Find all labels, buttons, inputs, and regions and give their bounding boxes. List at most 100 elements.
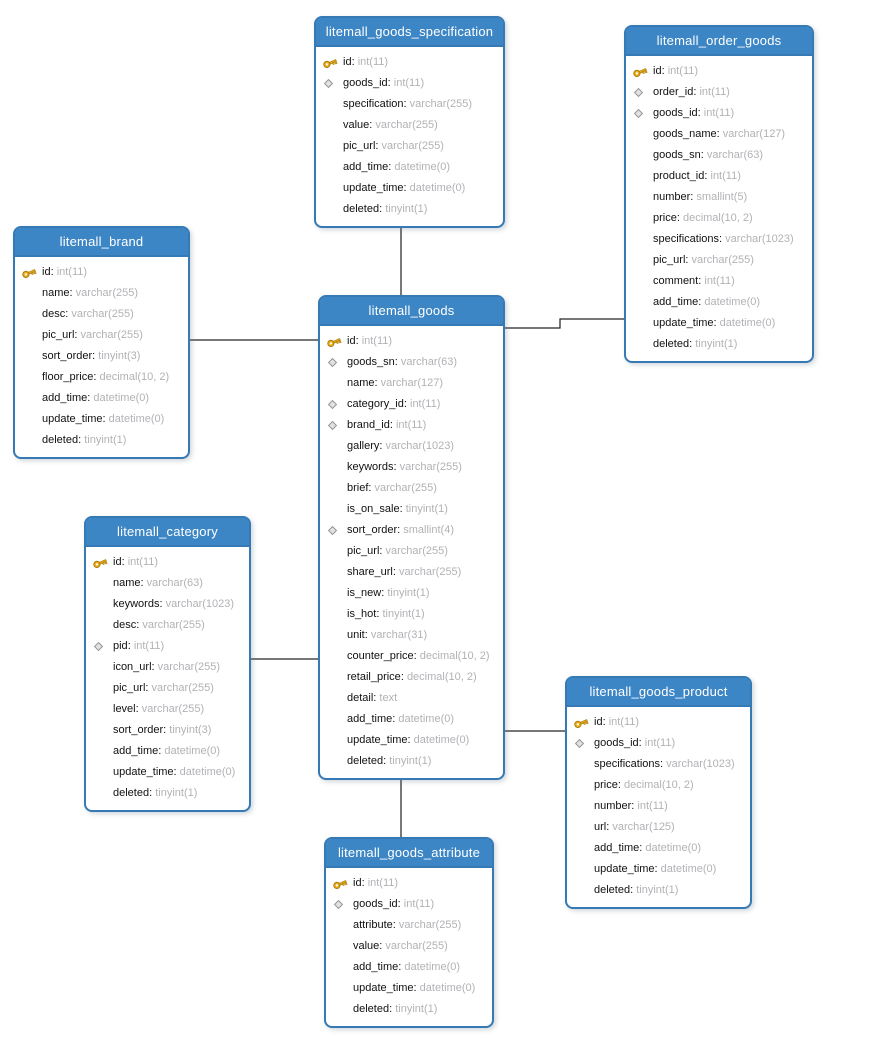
icon-spacer <box>322 97 343 113</box>
column-name: unit <box>347 625 371 646</box>
db-table-header[interactable]: litemall_category <box>86 518 249 547</box>
column-type: datetime(0) <box>398 713 455 725</box>
db-table-litemall_order_goods[interactable]: litemall_order_goods idint(11)order_idin… <box>624 25 814 363</box>
column-name: sort_order <box>347 520 403 541</box>
db-table-header[interactable]: litemall_goods_attribute <box>326 839 492 868</box>
column-name: value <box>343 115 375 136</box>
column-type: varchar(255) <box>398 566 462 578</box>
column-type: datetime(0) <box>164 745 221 757</box>
column-type: datetime(0) <box>413 734 470 746</box>
column-type: int(11) <box>403 898 435 910</box>
icon-spacer <box>332 1002 353 1018</box>
column-type: varchar(127) <box>722 128 786 140</box>
column-type: decimal(10, 2) <box>623 779 694 791</box>
table-column-row: deletedtinyint(1) <box>322 199 499 220</box>
table-column-row: pic_urlvarchar(255) <box>632 250 808 271</box>
column-name: add_time <box>594 838 645 859</box>
icon-spacer <box>632 190 653 206</box>
column-name: add_time <box>343 157 394 178</box>
index-diamond-icon <box>92 639 113 655</box>
column-name: id <box>343 52 358 73</box>
table-column-row: valuevarchar(255) <box>332 936 488 957</box>
column-name: keywords <box>113 594 166 615</box>
column-name: goods_id <box>343 73 394 94</box>
db-table-litemall_goods_product[interactable]: litemall_goods_product idint(11)goods_id… <box>565 676 752 909</box>
column-name: value <box>353 936 385 957</box>
db-table-litemall_goods[interactable]: litemall_goods idint(11)goods_snvarchar(… <box>318 295 505 780</box>
table-column-row: descvarchar(255) <box>92 615 245 636</box>
table-column-row: galleryvarchar(1023) <box>326 436 499 457</box>
primary-key-icon <box>92 555 113 571</box>
table-column-row: pic_urlvarchar(255) <box>21 325 184 346</box>
column-name: pic_url <box>113 678 152 699</box>
icon-spacer <box>326 691 347 707</box>
db-table-column-list: idint(11)goods_idint(11)specificationsva… <box>567 707 750 907</box>
column-name: deleted <box>594 880 636 901</box>
primary-key-icon <box>573 715 594 731</box>
column-type: varchar(255) <box>151 682 214 694</box>
icon-spacer <box>632 232 653 248</box>
table-column-row: idint(11) <box>326 331 499 352</box>
column-type: varchar(1023) <box>385 440 455 452</box>
table-column-row: goods_snvarchar(63) <box>326 352 499 373</box>
db-table-column-list: idint(11)goods_idint(11)specificationvar… <box>316 47 503 226</box>
primary-key-icon <box>326 334 347 350</box>
table-column-row: product_idint(11) <box>632 166 808 187</box>
icon-spacer <box>21 307 42 323</box>
column-name: update_time <box>347 730 414 751</box>
db-table-litemall_category[interactable]: litemall_category idint(11)namevarchar(6… <box>84 516 251 812</box>
db-table-title: litemall_goods_attribute <box>337 845 481 860</box>
column-type: smallint(4) <box>403 524 454 536</box>
column-name: id <box>347 331 362 352</box>
db-table-litemall_goods_attribute[interactable]: litemall_goods_attribute idint(11)goods_… <box>324 837 494 1028</box>
icon-spacer <box>632 253 653 269</box>
column-type: varchar(63) <box>400 356 458 368</box>
icon-spacer <box>92 597 113 613</box>
table-column-row: icon_urlvarchar(255) <box>92 657 245 678</box>
table-column-row: idint(11) <box>322 52 499 73</box>
column-type: datetime(0) <box>645 842 702 854</box>
column-type: datetime(0) <box>419 982 476 994</box>
icon-spacer <box>322 181 343 197</box>
db-table-header[interactable]: litemall_brand <box>15 228 188 257</box>
db-table-header[interactable]: litemall_goods_product <box>567 678 750 707</box>
table-column-row: update_timedatetime(0) <box>92 762 245 783</box>
column-name: update_time <box>653 313 720 334</box>
db-table-column-list: idint(11)goods_snvarchar(63)namevarchar(… <box>320 326 503 778</box>
table-column-row: add_timedatetime(0) <box>326 709 499 730</box>
db-table-litemall_brand[interactable]: litemall_brand idint(11)namevarchar(255)… <box>13 226 190 459</box>
column-type: int(11) <box>703 107 735 119</box>
icon-spacer <box>326 670 347 686</box>
icon-spacer <box>326 607 347 623</box>
column-type: varchar(255) <box>398 919 462 931</box>
column-name: icon_url <box>113 657 158 678</box>
icon-spacer <box>573 841 594 857</box>
table-column-row: namevarchar(63) <box>92 573 245 594</box>
column-type: tinyint(1) <box>695 338 738 350</box>
icon-spacer <box>21 328 42 344</box>
column-type: datetime(0) <box>719 317 776 329</box>
column-name: is_new <box>347 583 387 604</box>
db-table-header[interactable]: litemall_goods <box>320 297 503 326</box>
table-column-row: add_timedatetime(0) <box>632 292 808 313</box>
column-name: update_time <box>42 409 109 430</box>
column-type: tinyint(1) <box>382 608 425 620</box>
icon-spacer <box>573 862 594 878</box>
db-table-column-list: idint(11)namevarchar(63)keywordsvarchar(… <box>86 547 249 810</box>
index-diamond-icon <box>322 76 343 92</box>
db-table-header[interactable]: litemall_order_goods <box>626 27 812 56</box>
column-type: decimal(10, 2) <box>99 371 170 383</box>
index-diamond-icon <box>326 523 347 539</box>
column-type: varchar(255) <box>385 940 448 952</box>
db-table-header[interactable]: litemall_goods_specification <box>316 18 503 47</box>
column-type: varchar(255) <box>381 140 444 152</box>
table-column-row: update_timedatetime(0) <box>332 978 488 999</box>
relationship-connector-goods-to-order_goods[interactable] <box>501 318 628 329</box>
icon-spacer <box>21 412 42 428</box>
index-diamond-icon <box>326 397 347 413</box>
table-column-row: deletedtinyint(1) <box>92 783 245 804</box>
table-column-row: attributevarchar(255) <box>332 915 488 936</box>
db-table-litemall_goods_specification[interactable]: litemall_goods_specification idint(11)go… <box>314 16 505 228</box>
column-type: int(11) <box>133 640 165 652</box>
icon-spacer <box>92 702 113 718</box>
